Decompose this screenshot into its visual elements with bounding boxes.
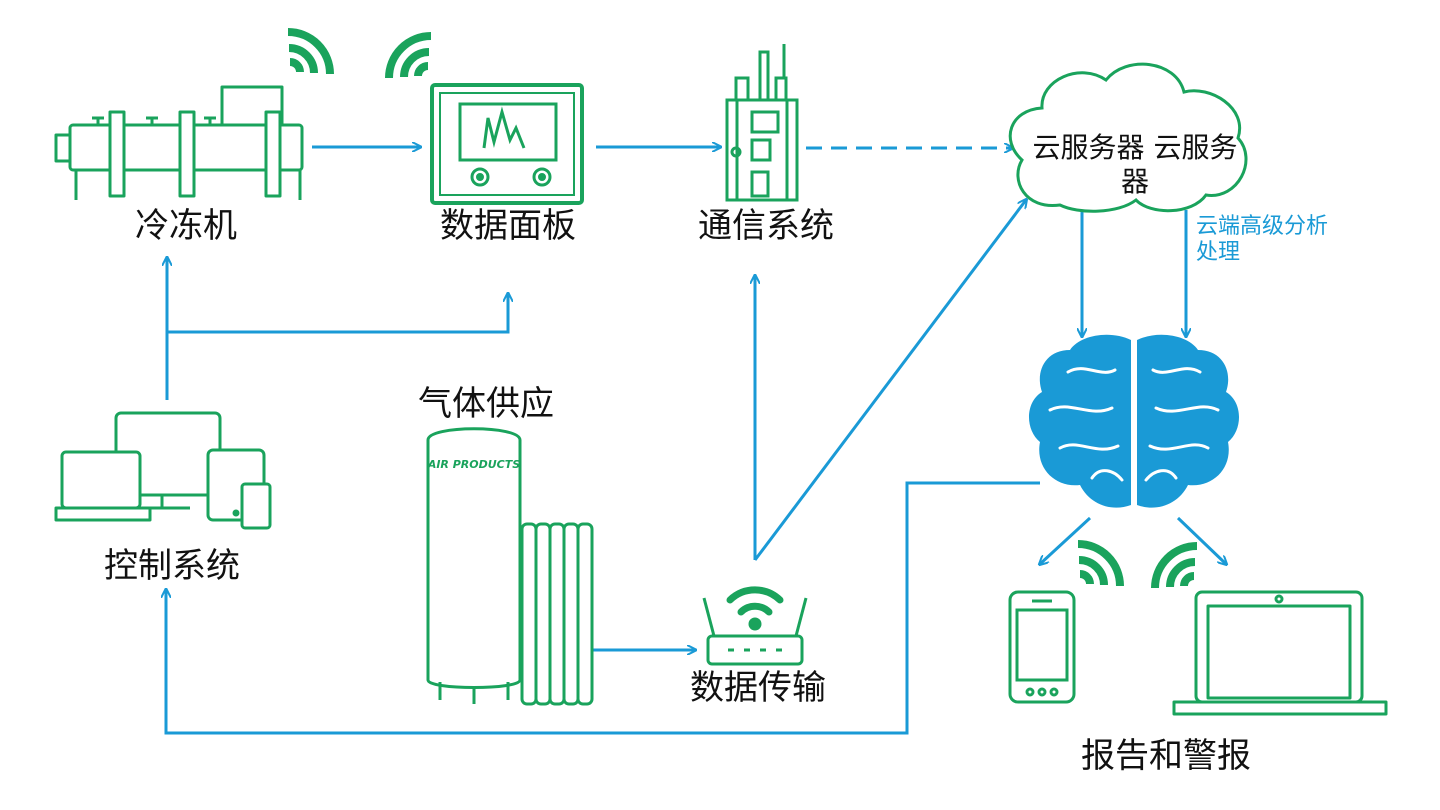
arrow-brain-to-laptop xyxy=(1176,516,1226,564)
control-system-label: 控制系统 xyxy=(104,546,240,586)
cloud-icon xyxy=(1008,62,1248,213)
wifi-signal-icon xyxy=(1077,540,1124,587)
wifi-signal-icon xyxy=(385,32,432,79)
arrow-router-to-cloud xyxy=(753,200,1026,561)
phone-icon xyxy=(1008,590,1076,704)
wifi-signal-icon xyxy=(1151,542,1198,589)
cloud-server-label: 云服务器 云服务器 xyxy=(1032,131,1238,198)
wifi-icon xyxy=(726,586,784,631)
connectors xyxy=(166,147,1226,735)
tank-brand-logo: AIR PRODUCTS xyxy=(427,458,520,471)
wifi-signal-icon xyxy=(287,28,334,75)
control-system-devices-icon xyxy=(54,411,272,530)
comm-system-icon xyxy=(725,44,799,202)
laptop-icon xyxy=(1172,590,1388,716)
cloud-processing-label: 云端高级分析处理 xyxy=(1196,214,1329,265)
reports-alerts-label: 报告和警报 xyxy=(1081,736,1251,776)
gas-tank-icon xyxy=(426,427,594,706)
router-icon xyxy=(702,597,808,666)
arrow-brain-to-control-feedback xyxy=(166,481,1040,735)
data-panel-label: 数据面板 xyxy=(440,206,576,246)
chiller-icon xyxy=(54,85,304,200)
arrow-brain-to-phone xyxy=(1040,516,1092,564)
brain-icon xyxy=(1028,334,1240,508)
chiller-label: 冷冻机 xyxy=(135,206,237,246)
data-transfer-label: 数据传输 xyxy=(690,668,826,708)
data-panel-icon xyxy=(430,83,584,205)
gas-supply-label: 气体供应 xyxy=(418,384,554,424)
comm-system-label: 通信系统 xyxy=(698,206,834,246)
arrow-control-to-panel xyxy=(167,294,508,334)
